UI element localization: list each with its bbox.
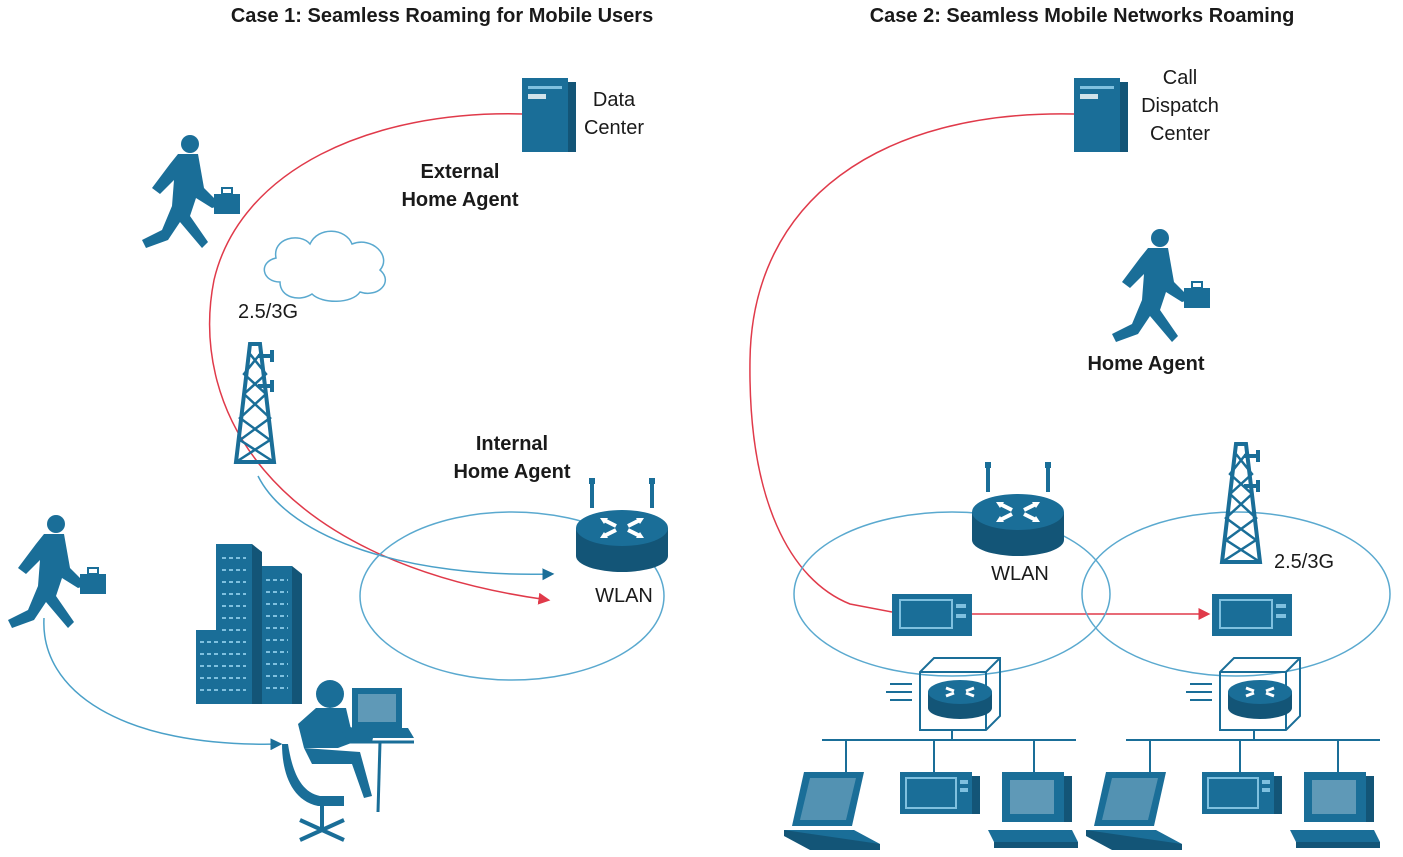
- cellular-path: [257, 475, 555, 581]
- cellular-label-case1: 2.5/3G: [238, 301, 298, 323]
- dispatch-path: [749, 113, 1075, 613]
- wlan-label-case1: WLAN: [595, 585, 653, 607]
- case2-title: Case 2: Seamless Mobile Networks Roaming: [870, 5, 1295, 27]
- cellular-label-case2: 2.5/3G: [1274, 551, 1334, 573]
- terminal-left-icon: [899, 771, 981, 815]
- wireless-router-case2-icon: [970, 460, 1066, 558]
- laptop-left-icon: [784, 772, 880, 850]
- data-center-server-icon: [522, 78, 576, 152]
- terminal-right-icon: [1201, 771, 1283, 815]
- wireless-router-icon: [574, 476, 670, 574]
- data-center-label-1: Data: [593, 89, 636, 111]
- cellular-coverage-ellipse: [1081, 511, 1391, 677]
- mobile-router-right-icon: [1211, 593, 1293, 637]
- external-home-agent-label-1: External: [421, 161, 500, 183]
- call-dispatch-label-2: Dispatch: [1141, 95, 1219, 117]
- internal-home-agent-label-2: Home Agent: [453, 461, 570, 483]
- desktop-left-icon: [988, 772, 1078, 848]
- desktop-right-icon: [1290, 772, 1380, 848]
- external-home-agent-label-2: Home Agent: [401, 189, 518, 211]
- call-dispatch-server-icon: [1074, 78, 1128, 152]
- home-agent-runner-icon: [1111, 228, 1211, 343]
- lan-bus-right: [1126, 730, 1380, 772]
- external-home-agent-path: [208, 113, 551, 605]
- case1-title: Case 1: Seamless Roaming for Mobile User…: [231, 5, 653, 27]
- call-dispatch-label-1: Call: [1163, 67, 1197, 89]
- internal-home-agent-label-1: Internal: [476, 433, 548, 455]
- cube-router-left-icon: [884, 656, 1002, 732]
- wlan-label-case2: WLAN: [991, 563, 1049, 585]
- wlan-coverage-ellipse-case2: [793, 511, 1111, 677]
- desk-user-icon: [282, 680, 414, 842]
- running-user-icon: [141, 134, 241, 249]
- walk-in-path: [43, 617, 283, 751]
- data-center-label-2: Center: [584, 117, 644, 139]
- mobile-router-left-icon: [891, 593, 973, 637]
- wlan-coverage-ellipse: [359, 511, 665, 681]
- running-user-2-icon: [7, 514, 107, 629]
- office-building-icon: [196, 544, 302, 704]
- cube-router-right-icon: [1184, 656, 1302, 732]
- laptop-right-icon: [1086, 772, 1182, 850]
- cell-tower-icon: [234, 342, 276, 464]
- cell-tower-case2-icon: [1220, 442, 1262, 564]
- cloud-icon: [263, 230, 387, 302]
- home-agent-label: Home Agent: [1087, 353, 1204, 375]
- call-dispatch-label-3: Center: [1150, 123, 1210, 145]
- lan-bus-left: [822, 730, 1076, 772]
